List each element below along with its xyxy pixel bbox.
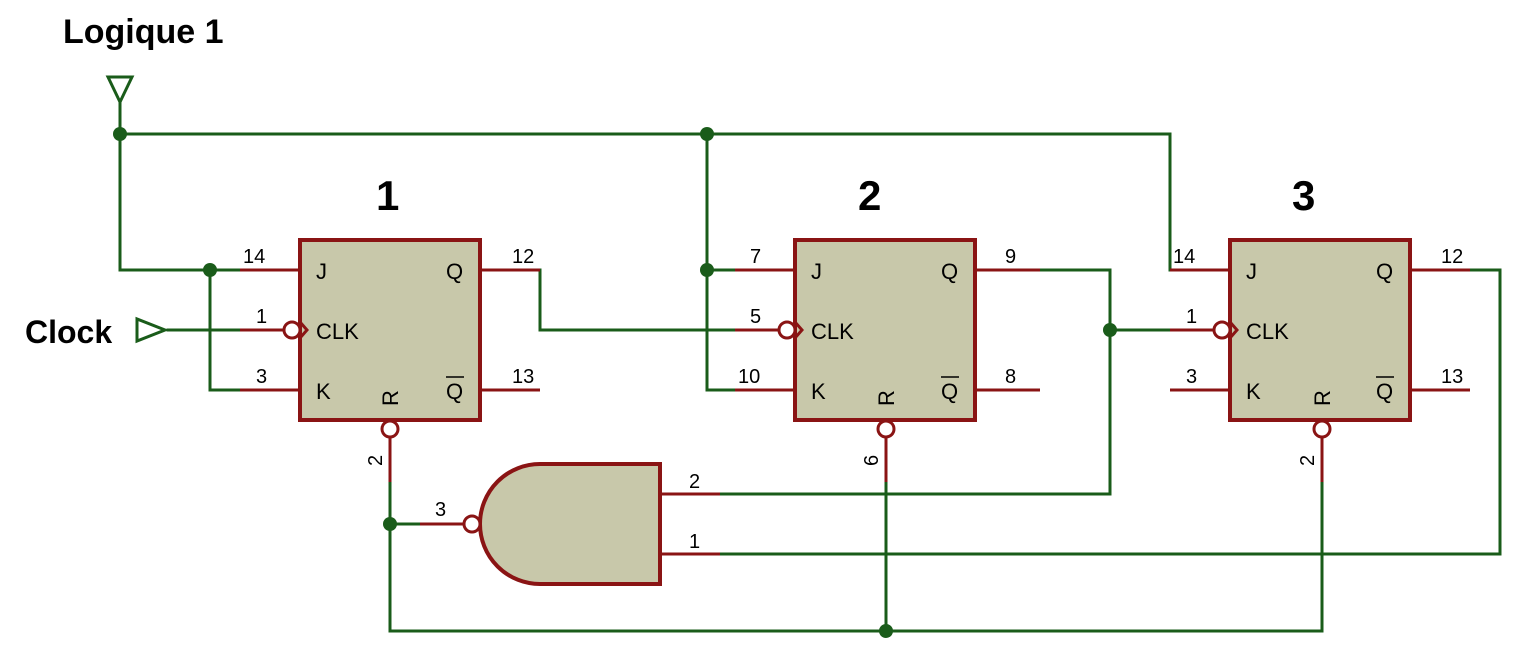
pin-number: 1 — [1186, 306, 1197, 328]
output-inversion-bubble — [462, 514, 482, 534]
flip-flop-title: 3 — [1292, 172, 1315, 219]
pin-number: 3 — [435, 499, 446, 521]
wire-q2-clk3 — [718, 268, 1112, 496]
wire-ff2-jk-tie — [705, 132, 737, 392]
wire-q1-clk2 — [538, 268, 737, 332]
pin-label-r: R — [1310, 390, 1335, 406]
pin-number: 5 — [750, 306, 761, 328]
terminal-triangle-icon — [135, 316, 170, 344]
pin-label-r: R — [378, 390, 403, 406]
pin-number: 2 — [689, 471, 700, 493]
pin-number: 3 — [1186, 366, 1197, 388]
nand-gate: 2 1 3 — [420, 462, 720, 586]
wire-logic-bus — [118, 132, 1232, 272]
pin-number: 12 — [512, 246, 534, 268]
clock-inversion-bubble — [282, 320, 302, 340]
wire-ff1-k-tie — [208, 268, 242, 392]
pin-label-qbar: Q — [446, 379, 463, 404]
junction-dot — [700, 263, 714, 277]
pin-label-clk: CLK — [811, 319, 854, 344]
pin-number: 1 — [689, 531, 700, 553]
clock-inversion-bubble — [1212, 320, 1232, 340]
pin-number: 2 — [365, 455, 387, 466]
junction-dot — [700, 127, 714, 141]
reset-inversion-bubble — [1312, 419, 1332, 439]
pin-number: 10 — [738, 366, 760, 388]
reset-inversion-bubble — [380, 419, 400, 439]
pin-label-j: J — [811, 259, 822, 284]
flip-flop-2: 2 J CLK K Q Q R 7 5 10 9 8 6 — [735, 172, 1040, 482]
pin-number: 6 — [861, 455, 883, 466]
flip-flop-1: 1 J CLK K Q Q R 14 1 3 12 13 2 — [240, 172, 540, 482]
pin-label-clk: CLK — [316, 319, 359, 344]
pin-label-k: K — [1246, 379, 1261, 404]
pin-label-r: R — [874, 390, 899, 406]
pin-number: 14 — [243, 246, 265, 268]
junction-dot — [113, 127, 127, 141]
flip-flop-body — [793, 238, 977, 422]
pin-number: 12 — [1441, 246, 1463, 268]
pin-number: 3 — [256, 366, 267, 388]
junction-dot — [203, 263, 217, 277]
pin-number: 9 — [1005, 246, 1016, 268]
pin-number: 1 — [256, 306, 267, 328]
pin-number: 2 — [1297, 455, 1319, 466]
pin-number: 8 — [1005, 366, 1016, 388]
clock-label: Clock — [25, 314, 112, 350]
logic-high-terminal: Logique 1 — [63, 13, 224, 108]
pin-number: 13 — [1441, 366, 1463, 388]
wire-reset-bus — [388, 480, 1324, 633]
pin-label-q: Q — [446, 259, 463, 284]
junction-dot — [383, 517, 397, 531]
junction-dot — [879, 624, 893, 638]
pin-label-qbar: Q — [1376, 379, 1393, 404]
logic-high-label: Logique 1 — [63, 13, 224, 51]
pin-label-k: K — [316, 379, 331, 404]
flip-flop-title: 1 — [376, 172, 399, 219]
wire-q3-gate — [718, 268, 1502, 556]
wire-logic-supply — [118, 103, 242, 272]
pin-label-q: Q — [1376, 259, 1393, 284]
nand-gate-body — [478, 462, 662, 586]
flip-flop-title: 2 — [858, 172, 881, 219]
reset-inversion-bubble — [876, 419, 896, 439]
junctions — [113, 127, 1117, 638]
junction-dot — [1103, 323, 1117, 337]
pin-label-qbar: Q — [941, 379, 958, 404]
clock-inversion-bubble — [777, 320, 797, 340]
pin-number: 13 — [512, 366, 534, 388]
terminal-triangle-icon — [105, 75, 135, 106]
pin-label-k: K — [811, 379, 826, 404]
pin-label-q: Q — [941, 259, 958, 284]
flip-flop-3: 3 J CLK K Q Q R 14 1 3 12 13 2 — [1170, 172, 1470, 482]
pin-label-j: J — [1246, 259, 1257, 284]
clock-terminal: Clock — [25, 314, 170, 350]
pin-number: 14 — [1173, 246, 1195, 268]
pin-label-clk: CLK — [1246, 319, 1289, 344]
pin-number: 7 — [750, 246, 761, 268]
pin-label-j: J — [316, 259, 327, 284]
